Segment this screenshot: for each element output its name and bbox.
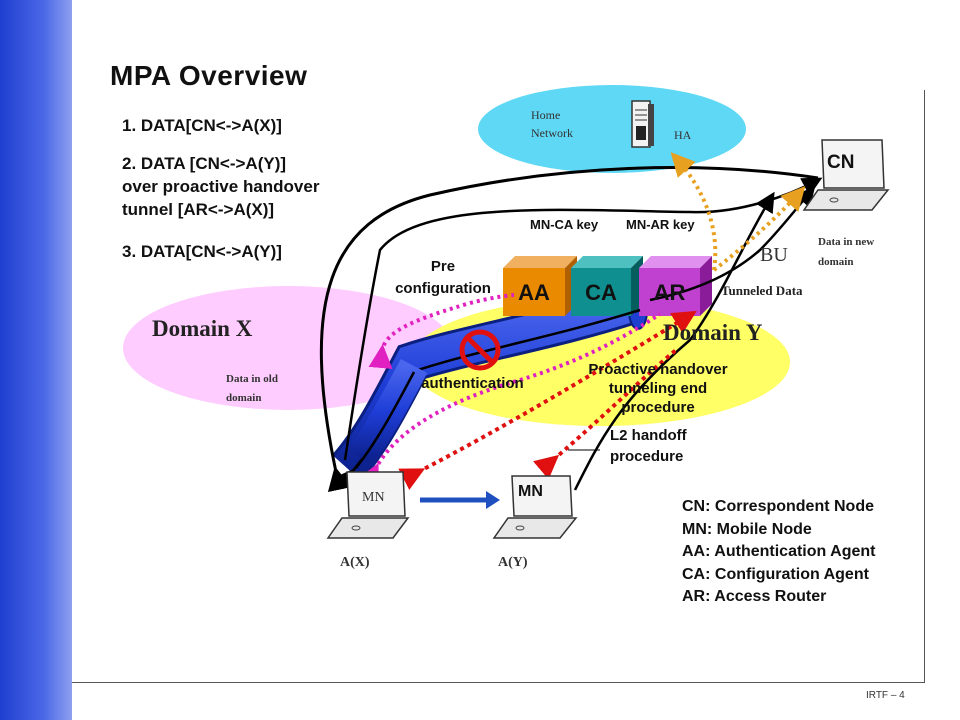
prohibition-icon bbox=[459, 329, 501, 371]
sidebar-accent bbox=[0, 0, 72, 720]
address-new: A(Y) bbox=[498, 555, 528, 570]
red-dotted-arrow-right bbox=[533, 348, 678, 480]
pre-config-label: Pre configuration bbox=[380, 256, 506, 300]
domain-y-label: Domain Y bbox=[663, 320, 763, 345]
proactive-line-3: procedure bbox=[621, 399, 695, 416]
slide-footer: IRTF – 4 bbox=[866, 690, 905, 701]
server-icon bbox=[631, 100, 654, 148]
l2-line-2: procedure bbox=[610, 448, 684, 465]
ar-box bbox=[639, 256, 712, 316]
laptop-icon bbox=[802, 139, 890, 211]
bu-arrow-to-ha bbox=[670, 152, 718, 271]
home-network-label: Home Network bbox=[531, 106, 573, 142]
proactive-handover-label: Proactive handover tunneling end procedu… bbox=[560, 360, 756, 417]
cn-data-line-1: Data in new bbox=[818, 236, 875, 248]
legend-item: CN: Correspondent Node bbox=[682, 498, 874, 515]
flow-cn-to-old-mn bbox=[319, 166, 819, 493]
step-3: 3. DATA[CN<->A(Y)] bbox=[122, 242, 282, 261]
domain-x-label: Domain X bbox=[152, 316, 253, 341]
legend-item: CA: Configuration Agent bbox=[682, 565, 869, 583]
pre-config-line-1: Pre bbox=[430, 258, 456, 275]
aa-label: AA bbox=[518, 280, 550, 305]
old-domain-data-label: Data in old domain bbox=[226, 370, 278, 408]
pre-config-arrow bbox=[368, 293, 515, 370]
home-network-line-1: Home bbox=[531, 108, 561, 122]
home-network-area bbox=[478, 85, 746, 173]
home-network-line-2: Network bbox=[531, 126, 573, 140]
page-title: MPA Overview bbox=[110, 60, 308, 91]
step-2-line-3: tunnel [AR<->A(X)] bbox=[122, 200, 275, 219]
flow-old-domain-to-cn bbox=[343, 177, 823, 461]
ha-label: HA bbox=[674, 128, 692, 142]
tunneled-data-label: Tunneled Data bbox=[721, 283, 803, 298]
mn-new-label: MN bbox=[518, 483, 543, 500]
pre-auth-label: Pre-authentication bbox=[392, 375, 524, 392]
handoff-arrow bbox=[420, 491, 500, 509]
frame-rule-horizontal bbox=[72, 682, 925, 683]
bu-arrow-to-cn bbox=[712, 186, 806, 272]
ar-label: AR bbox=[653, 280, 686, 305]
red-dotted-arrow-left bbox=[398, 310, 697, 490]
legend-item: AR: Access Router bbox=[682, 588, 827, 605]
mn-ar-key-label: MN-AR key bbox=[626, 217, 695, 232]
l2-line-1: L2 handoff bbox=[610, 427, 687, 444]
legend: CN: Correspondent Node MN: Mobile Node A… bbox=[682, 496, 875, 609]
pre-config-line-2: configuration bbox=[395, 280, 491, 297]
laptop-icon bbox=[492, 475, 578, 539]
address-old: A(X) bbox=[340, 555, 370, 570]
step-1: 1. DATA[CN<->A(X)] bbox=[122, 116, 282, 135]
step-2-line-1: 2. DATA [CN<->A(Y)] bbox=[122, 154, 287, 173]
old-domain-line-2: domain bbox=[226, 392, 262, 404]
cn-data-label: Data in new domain bbox=[818, 232, 874, 272]
laptop-icon bbox=[326, 471, 410, 539]
mn-old-label: MN bbox=[362, 490, 385, 505]
ca-label: CA bbox=[585, 280, 617, 305]
proactive-line-2: tunneling end bbox=[608, 380, 708, 397]
l2-handoff-label: L2 handoff procedure bbox=[610, 425, 687, 467]
old-domain-line-1: Data in old bbox=[226, 373, 278, 385]
step-2-line-2: over proactive handover bbox=[122, 177, 320, 196]
step-2: 2. DATA [CN<->A(Y)] over proactive hando… bbox=[122, 152, 319, 221]
cn-label: CN bbox=[827, 152, 855, 173]
legend-item: AA: Authentication Agent bbox=[682, 543, 876, 560]
proactive-line-1: Proactive handover bbox=[588, 361, 728, 378]
legend-item: MN: Mobile Node bbox=[682, 520, 812, 538]
bu-label: BU bbox=[760, 244, 788, 266]
mn-ca-key-label: MN-CA key bbox=[530, 217, 599, 232]
cn-data-line-2: domain bbox=[818, 256, 854, 268]
frame-rule-vertical bbox=[924, 90, 925, 682]
